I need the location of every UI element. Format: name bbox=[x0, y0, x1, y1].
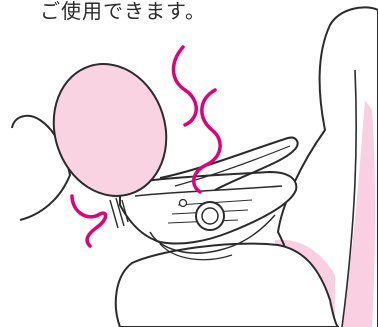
seat-shading bbox=[342, 100, 375, 327]
handle-pivot-inner bbox=[202, 208, 218, 224]
impact-mark-bottom bbox=[72, 196, 106, 246]
impact-mark-top bbox=[173, 47, 196, 125]
small-knob bbox=[180, 200, 187, 207]
